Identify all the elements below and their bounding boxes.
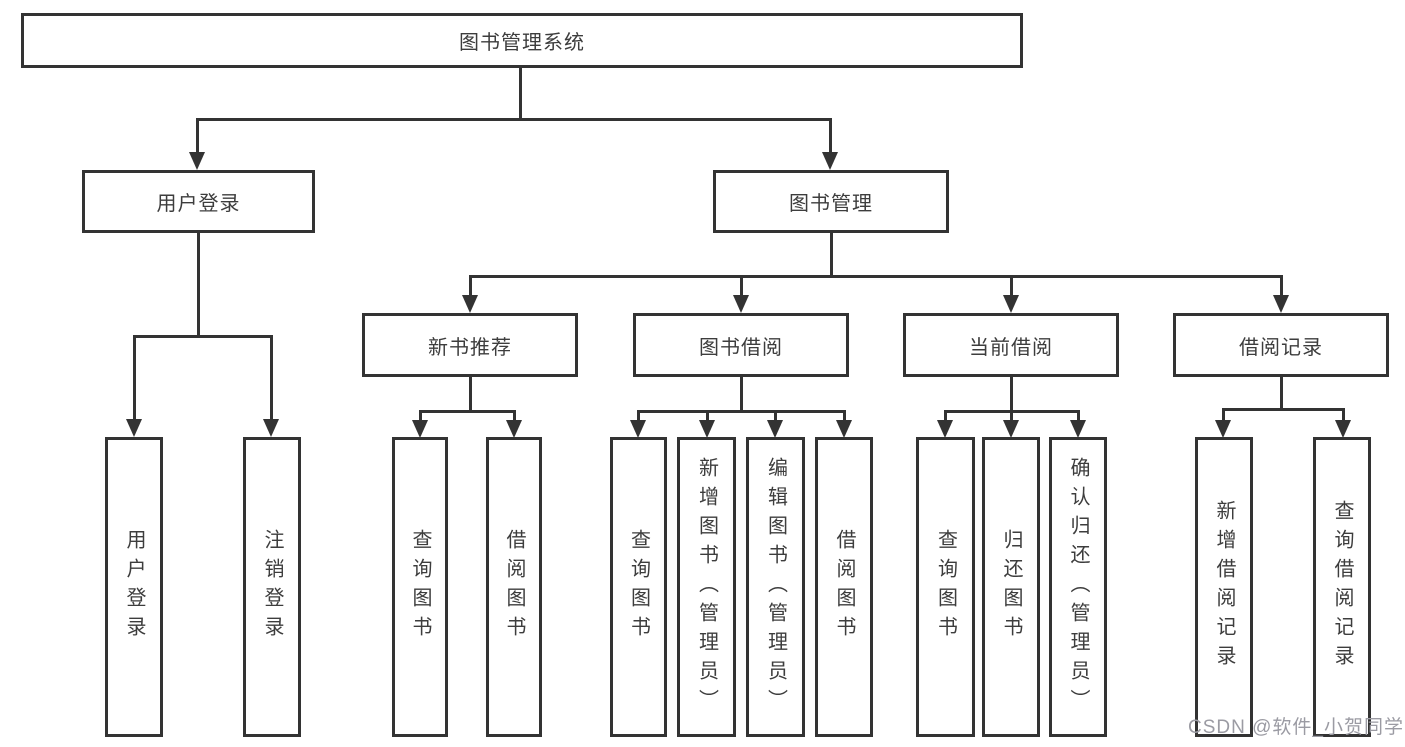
connector-drop-leaf (133, 335, 136, 421)
node-label: 图书管理 (789, 193, 873, 215)
leaf-label: 确认归还（管理员） (1067, 456, 1089, 718)
leaf-label: 查询图书 (934, 529, 957, 645)
arrowhead-leaf (1335, 420, 1351, 438)
leaf-user-login: 用户登录 (105, 437, 163, 737)
leaf-borrow-book: 借阅图书 (815, 437, 873, 737)
connector-drop-leaf (270, 335, 273, 421)
arrowhead-user-login (189, 152, 205, 170)
leaf-label: 查询借阅记录 (1331, 500, 1353, 674)
connector-book-management-branch (469, 275, 1281, 278)
leaf-query-borrow-record: 查询借阅记录 (1313, 437, 1371, 737)
csdn-watermark: CSDN @软件_小贺同学 (1188, 717, 1404, 738)
connector-new-book-branch (419, 410, 516, 413)
node-label: 新书推荐 (428, 336, 512, 359)
node-user-login: 用户登录 (82, 170, 315, 233)
arrowhead-leaf (1070, 420, 1086, 438)
connector-drop-leaf (637, 410, 640, 422)
connector-drop-borrow-record (1280, 275, 1283, 297)
leaf-add-borrow-record: 新增借阅记录 (1195, 437, 1253, 737)
connector-drop-leaf (774, 410, 777, 422)
arrowhead-book-borrow (733, 295, 749, 313)
arrowhead-leaf (506, 420, 522, 438)
node-new-book-recommend: 新书推荐 (362, 313, 578, 377)
leaf-return-book: 归还图书 (982, 437, 1040, 737)
leaf-label: 归还图书 (1000, 529, 1022, 645)
node-label: 图书管理系统 (459, 32, 585, 54)
arrowhead-leaf (1003, 420, 1019, 438)
node-library-management-system: 图书管理系统 (21, 13, 1023, 68)
connector-drop-book-borrow (740, 275, 743, 297)
node-label: 用户登录 (156, 193, 241, 215)
leaf-borrow-book: 借阅图书 (486, 437, 542, 737)
arrowhead-leaf (263, 419, 279, 437)
node-book-borrow: 图书借阅 (633, 313, 849, 377)
node-label: 当前借阅 (969, 336, 1053, 359)
leaf-add-book-admin: 新增图书（管理员） (677, 437, 736, 737)
leaf-label: 查询图书 (627, 529, 650, 645)
connector-drop-leaf (1010, 410, 1013, 422)
arrowhead-current-borrow (1003, 295, 1019, 313)
arrowhead-book-management (822, 152, 838, 170)
node-label: 借阅记录 (1239, 336, 1323, 359)
connector-drop-leaf (419, 410, 422, 422)
leaf-label: 借阅图书 (503, 529, 525, 645)
leaf-logout: 注销登录 (243, 437, 301, 737)
leaf-label: 新增借阅记录 (1213, 500, 1235, 674)
arrowhead-leaf (412, 420, 428, 438)
node-label: 图书借阅 (699, 336, 783, 359)
connector-root-stem (519, 68, 522, 118)
arrowhead-leaf (767, 420, 783, 438)
connector-drop-user-login (196, 118, 199, 154)
connector-drop-current-borrow (1010, 275, 1013, 297)
arrowhead-leaf (836, 420, 852, 438)
arrowhead-borrow-record (1273, 295, 1289, 313)
arrowhead-new-book (462, 295, 478, 313)
arrowhead-leaf (630, 420, 646, 438)
leaf-label: 注销登录 (261, 529, 283, 645)
connector-user-login-stem (197, 233, 200, 335)
connector-new-book-stem (469, 377, 472, 410)
connector-book-borrow-branch (637, 410, 845, 413)
leaf-label: 新增图书（管理员） (695, 456, 718, 718)
connector-drop-leaf (513, 410, 516, 422)
leaf-query-book: 查询图书 (610, 437, 667, 737)
connector-borrow-record-stem (1280, 377, 1283, 408)
connector-current-borrow-stem (1010, 377, 1013, 410)
connector-book-borrow-stem (740, 377, 743, 410)
connector-drop-book-management (829, 118, 832, 154)
connector-borrow-record-branch (1222, 408, 1345, 411)
connector-user-login-branch (133, 335, 273, 338)
connector-book-management-stem (830, 233, 833, 275)
connector-drop-leaf (1077, 410, 1080, 422)
node-book-management: 图书管理 (713, 170, 949, 233)
node-borrow-record: 借阅记录 (1173, 313, 1389, 377)
connector-drop-leaf (706, 410, 709, 422)
leaf-label: 借阅图书 (833, 529, 855, 645)
leaf-label: 编辑图书（管理员） (764, 456, 787, 718)
connector-root-branch (196, 118, 832, 121)
arrowhead-leaf (937, 420, 953, 438)
leaf-edit-book-admin: 编辑图书（管理员） (746, 437, 805, 737)
connector-drop-leaf (1342, 408, 1345, 422)
connector-drop-new-book (469, 275, 472, 297)
connector-drop-leaf (944, 410, 947, 422)
leaf-label: 用户登录 (123, 529, 145, 645)
leaf-confirm-return-admin: 确认归还（管理员） (1049, 437, 1107, 737)
leaf-query-book: 查询图书 (392, 437, 448, 737)
arrowhead-leaf (126, 419, 142, 437)
node-current-borrow: 当前借阅 (903, 313, 1119, 377)
connector-drop-leaf (843, 410, 846, 422)
leaf-query-book: 查询图书 (916, 437, 975, 737)
arrowhead-leaf (1215, 420, 1231, 438)
arrowhead-leaf (699, 420, 715, 438)
leaf-label: 查询图书 (409, 529, 431, 645)
connector-drop-leaf (1222, 408, 1225, 422)
